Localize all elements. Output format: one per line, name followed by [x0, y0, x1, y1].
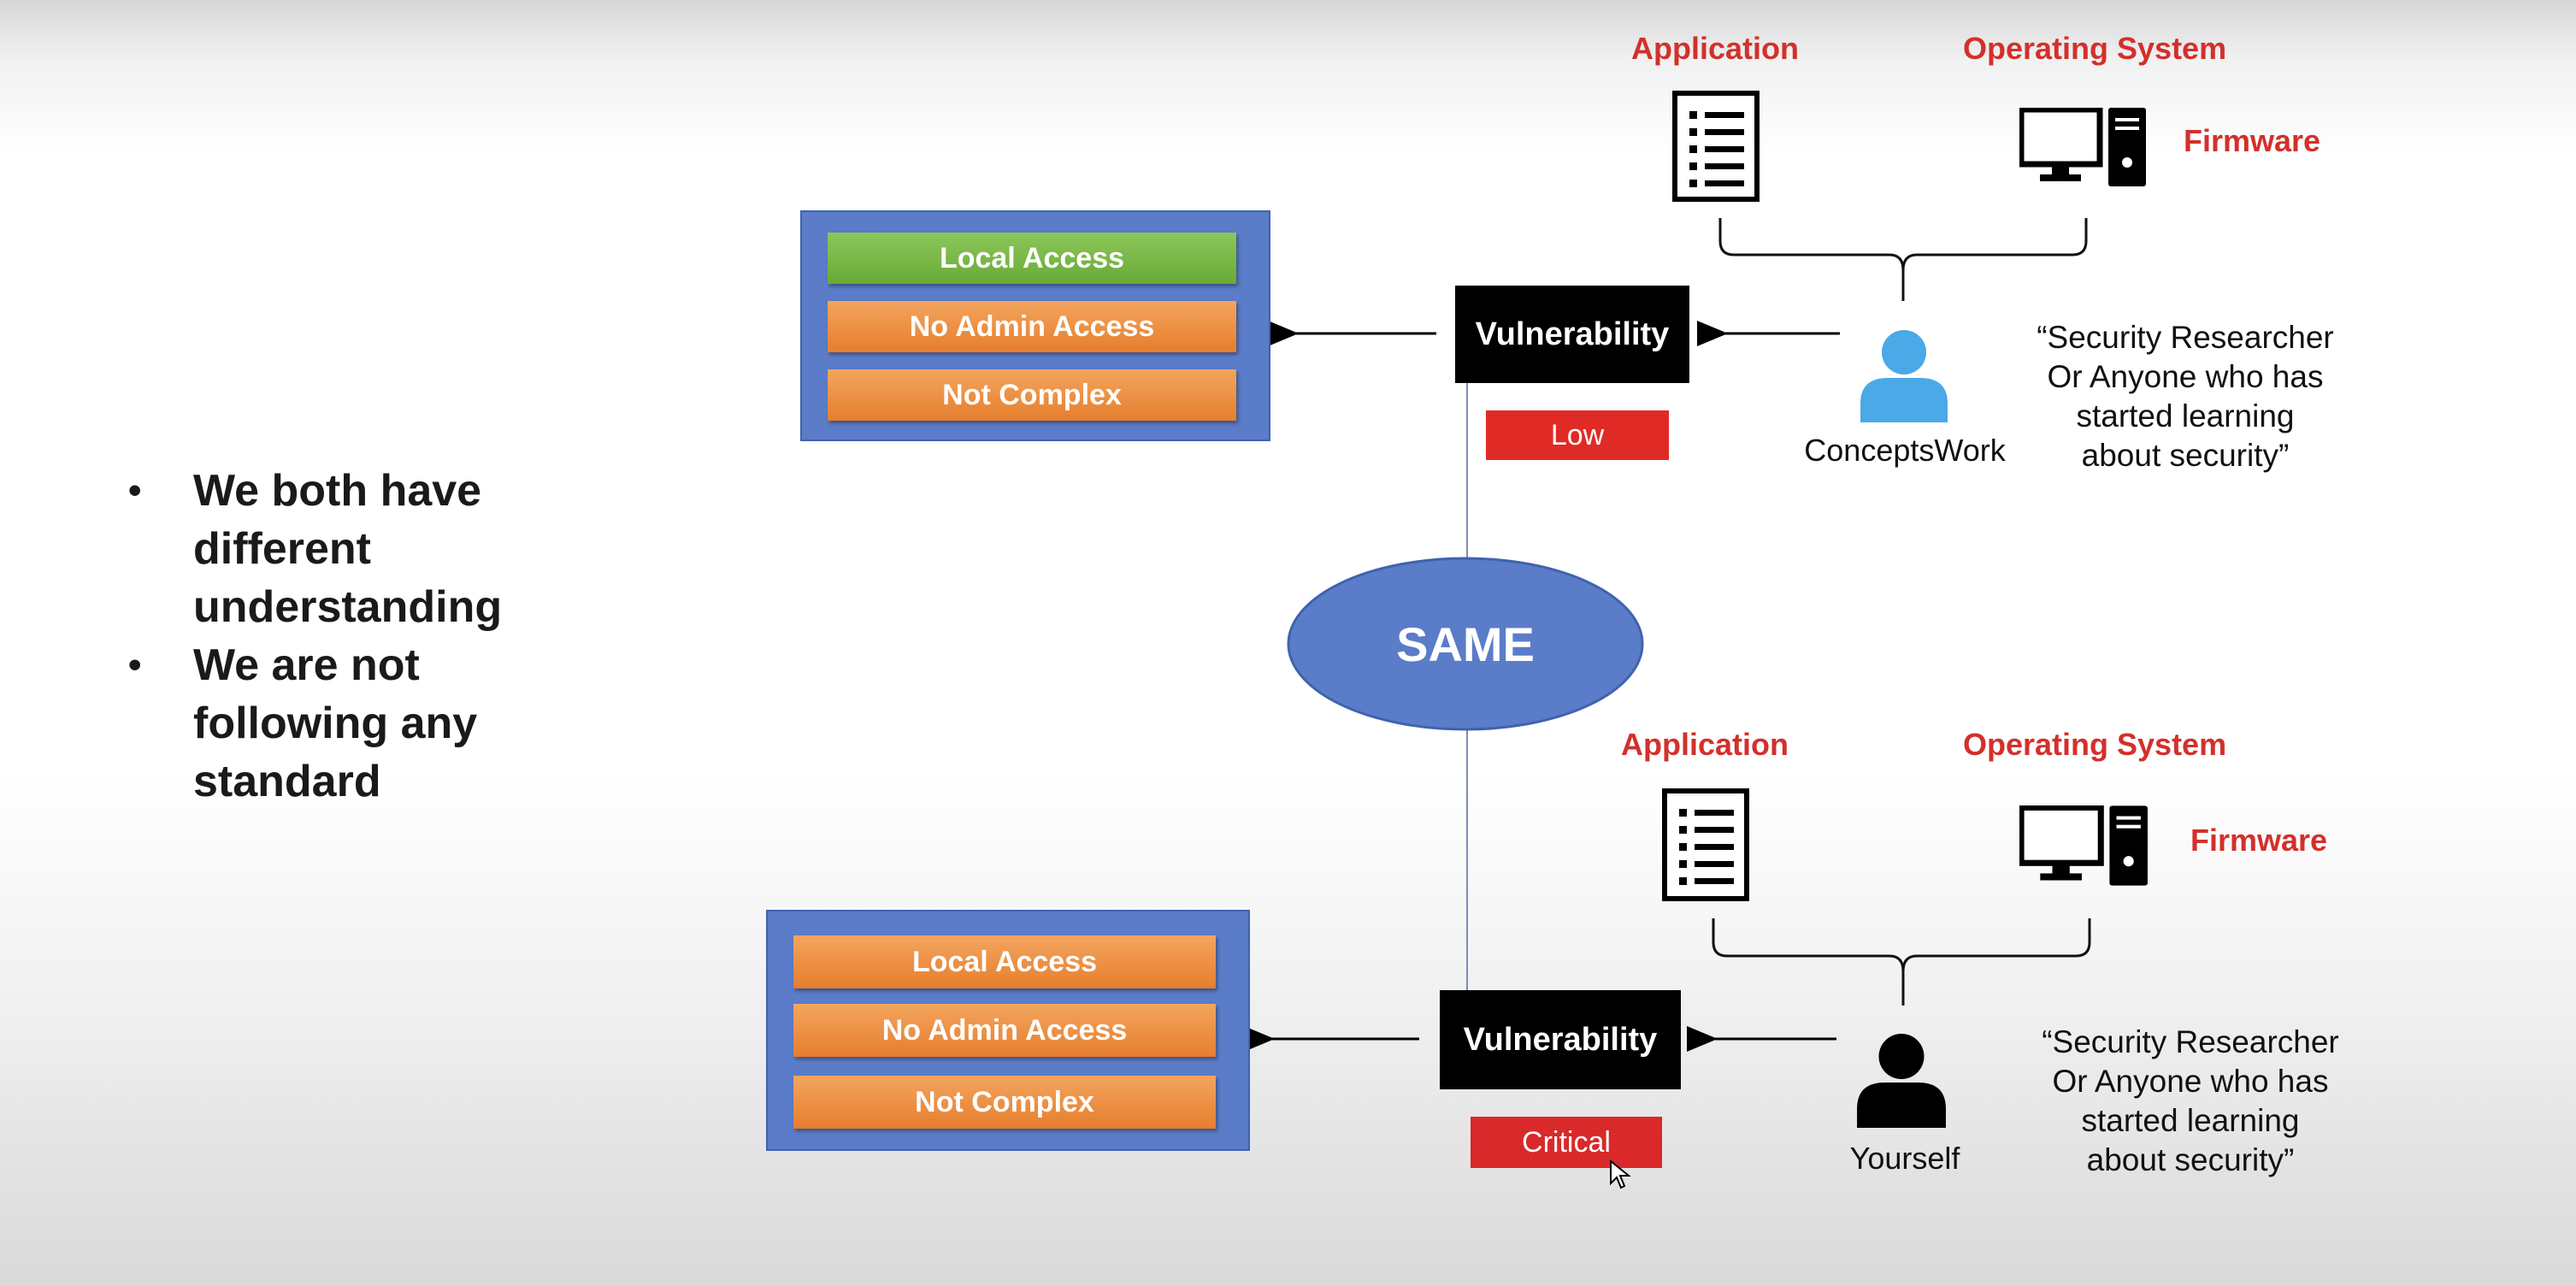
- bullet-item: We are not following any standard: [128, 636, 573, 811]
- quote-line: about security”: [2086, 1142, 2295, 1177]
- top-brace: [1718, 218, 2088, 301]
- bottom-os-label: Operating System: [1963, 727, 2227, 762]
- bottom-panel-item-no-admin-access: No Admin Access: [793, 1004, 1216, 1057]
- bullet-list: We both have different understanding We …: [128, 462, 573, 811]
- panel-item-label: Not Complex: [915, 1085, 1094, 1118]
- top-application-label: Application: [1631, 31, 1799, 66]
- quote-line: Or Anyone who has: [2047, 359, 2324, 394]
- bottom-severity-badge: Critical: [1471, 1117, 1662, 1168]
- quote-line: “Security Researcher: [2042, 1024, 2339, 1059]
- bullet-item: We both have different understanding: [128, 462, 573, 636]
- panel-item-label: No Admin Access: [881, 1013, 1128, 1047]
- top-vulnerability-box: Vulnerability: [1455, 286, 1689, 383]
- panel-item-label: Not Complex: [942, 378, 1122, 411]
- panel-item-label: No Admin Access: [909, 310, 1155, 343]
- top-firmware-label: Firmware: [2184, 123, 2321, 158]
- top-vulnerability-label: Vulnerability: [1475, 316, 1670, 352]
- person-blue-icon: [1860, 330, 1948, 422]
- panel-item-label: Local Access: [939, 241, 1125, 274]
- quote-line: Or Anyone who has: [2052, 1064, 2329, 1099]
- person-black-icon: [1857, 1034, 1946, 1129]
- top-panel-item-not-complex: Not Complex: [828, 369, 1236, 421]
- bottom-vulnerability-box: Vulnerability: [1440, 990, 1681, 1089]
- desktop-computer-icon: [2019, 108, 2146, 186]
- top-severity-label: Low: [1550, 418, 1605, 451]
- top-panel-item-no-admin-access: No Admin Access: [828, 301, 1236, 352]
- bottom-severity-label: Critical: [1522, 1125, 1611, 1159]
- bottom-firmware-label: Firmware: [2190, 823, 2328, 858]
- bottom-quote: “Security Researcher Or Anyone who has s…: [2019, 1023, 2361, 1180]
- top-panel-item-local-access: Local Access: [828, 233, 1236, 284]
- bottom-application-label: Application: [1621, 727, 1789, 762]
- bottom-brace: [1712, 918, 2091, 1006]
- bottom-panel-item-local-access: Local Access: [793, 935, 1216, 988]
- bottom-panel-item-not-complex: Not Complex: [793, 1076, 1216, 1129]
- panel-item-label: Local Access: [911, 945, 1098, 978]
- same-ellipse: SAME: [1286, 556, 1645, 732]
- quote-line: “Security Researcher: [2037, 320, 2334, 355]
- mouse-pointer-icon: [1610, 1159, 1631, 1189]
- bottom-person-name: Yourself: [1849, 1141, 1960, 1176]
- quote-line: started learning: [2076, 398, 2295, 434]
- document-list-icon: [1662, 788, 1749, 901]
- desktop-computer-icon: [2019, 805, 2148, 886]
- document-list-icon: [1672, 91, 1760, 202]
- top-severity-badge: Low: [1486, 410, 1669, 460]
- top-quote: “Security Researcher Or Anyone who has s…: [2014, 318, 2356, 475]
- top-person-name: ConceptsWork: [1804, 433, 2006, 468]
- quote-line: about security”: [2081, 438, 2290, 473]
- top-os-label: Operating System: [1963, 31, 2227, 66]
- ellipse-shape: [1287, 557, 1644, 731]
- bottom-vulnerability-label: Vulnerability: [1463, 1021, 1658, 1058]
- quote-line: started learning: [2081, 1103, 2300, 1138]
- same-label: SAME: [1396, 616, 1535, 671]
